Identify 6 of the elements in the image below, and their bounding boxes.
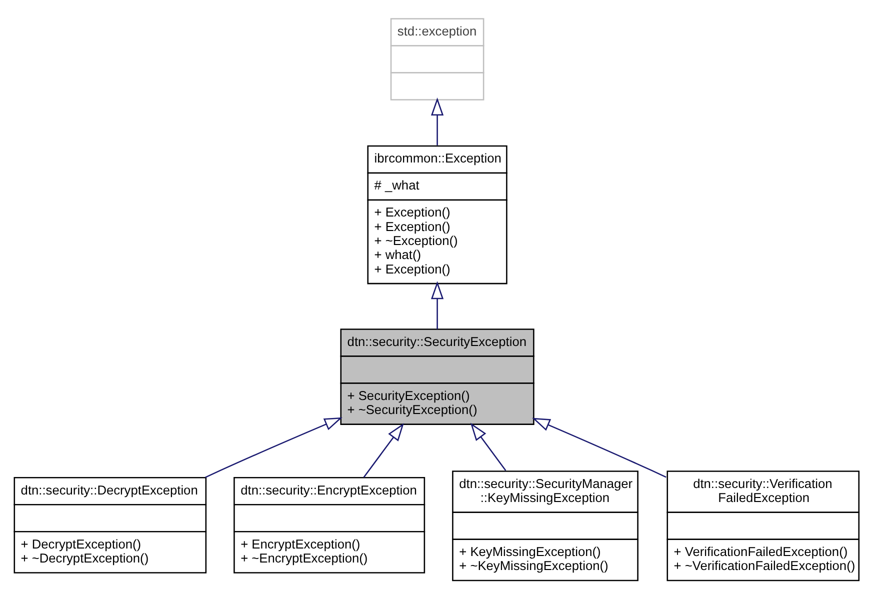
- arrow: [470, 422, 506, 470]
- arrow: [430, 280, 444, 329]
- arrow: [430, 97, 444, 145]
- arrow: [363, 422, 404, 478]
- arrow: [532, 417, 666, 478]
- arrow: [204, 416, 342, 478]
